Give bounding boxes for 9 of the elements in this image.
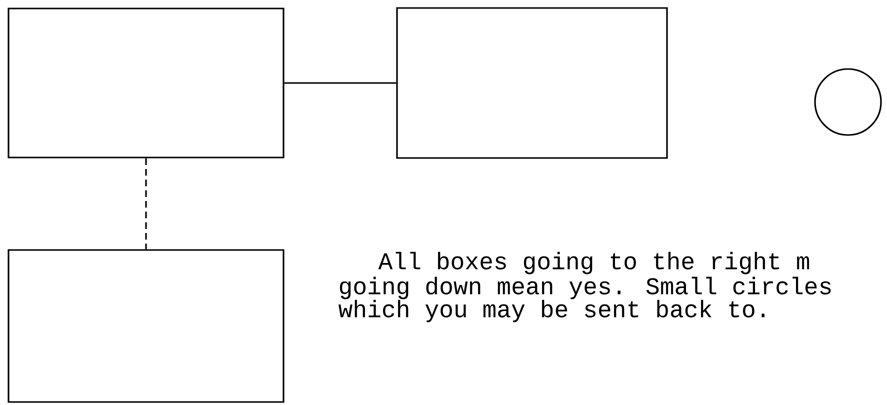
- note-text: All boxes going to the right m: [378, 252, 810, 274]
- process-box: [8, 8, 284, 158]
- note-text: which you may be sent back to.: [338, 300, 764, 322]
- process-box: [396, 7, 668, 159]
- connector-line: [145, 158, 147, 250]
- note-text: going down mean yes. Small circles: [340, 276, 831, 300]
- connector-line: [284, 82, 396, 84]
- connector-circle: [814, 68, 882, 136]
- process-box: [8, 249, 284, 403]
